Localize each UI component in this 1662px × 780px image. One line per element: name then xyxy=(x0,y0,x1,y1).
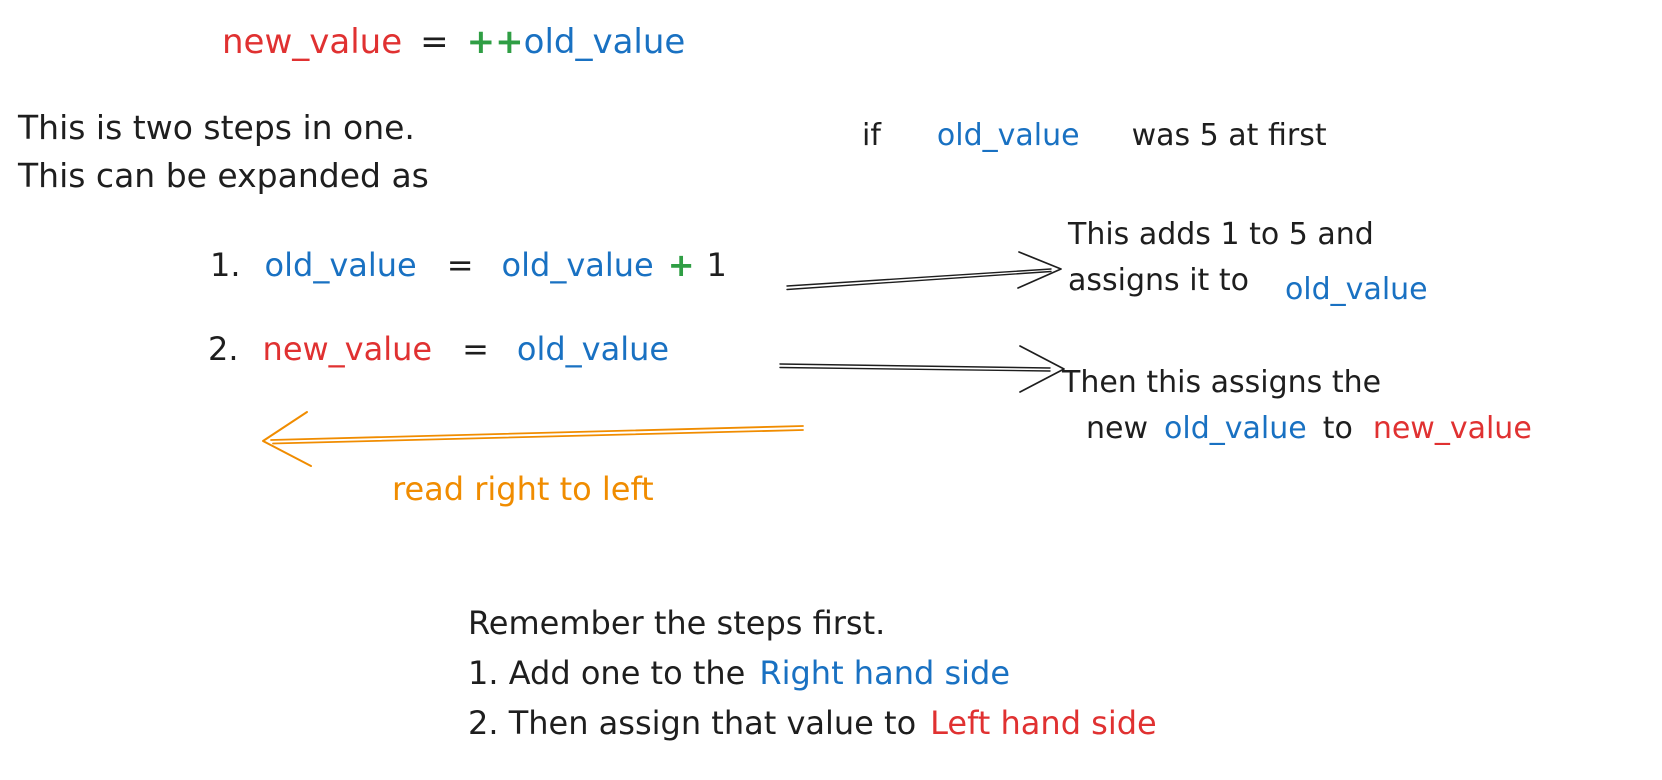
step-2-number: 2. xyxy=(208,330,239,368)
condition-line: if old_value was 5 at first xyxy=(862,118,1327,153)
step-1-plus-operator: + xyxy=(667,246,695,284)
step-2-equals-sign: = xyxy=(462,330,489,368)
step-1-note: This adds 1 to 5 and assigns it to old_va… xyxy=(1068,212,1428,307)
summary-right-hand-side: Right hand side xyxy=(759,654,1011,692)
step-1-equals-sign: = xyxy=(446,246,474,284)
step-2-note-line-1: Then this assigns the xyxy=(1062,365,1382,400)
condition-if: if xyxy=(862,118,881,153)
step-1-rhs: old_value xyxy=(501,246,654,284)
step-1-lhs: old_value xyxy=(264,246,417,284)
title-new-value: new_value xyxy=(222,22,403,62)
step-2-note: Then this assigns the new old_value to new_… xyxy=(1062,360,1532,452)
step-2-note-to-word: to xyxy=(1322,411,1353,446)
step-2-note-new-value: new_value xyxy=(1372,411,1532,446)
summary-left-hand-side: Left hand side xyxy=(930,704,1157,742)
intro-line-2: This can be expanded as xyxy=(18,156,429,195)
step2-arrow-right-icon xyxy=(779,345,1065,393)
step1-arrow-right-icon xyxy=(786,251,1062,291)
code-expression-title: new_value = ++old_value xyxy=(222,22,685,62)
condition-rest: was 5 at first xyxy=(1131,118,1327,153)
intro-line-1: This is two steps in one. xyxy=(18,108,415,147)
title-increment-operator: ++ xyxy=(466,22,524,62)
step-1-note-line-2: assigns it to xyxy=(1068,263,1249,298)
step-1-note-old-value: old_value xyxy=(1284,272,1428,307)
step-1-number: 1. xyxy=(210,246,241,284)
intro-paragraph: This is two steps in one. This can be ex… xyxy=(18,104,429,200)
step-1-expression: 1. old_value = old_value +1 xyxy=(210,246,727,284)
step-2-rhs: old_value xyxy=(516,330,670,368)
step-2-expression: 2. new_value = old_value xyxy=(208,330,669,368)
summary-line-1: Remember the steps first. xyxy=(468,604,886,642)
read-direction-label: read right to left xyxy=(392,470,654,508)
step-2-lhs: new_value xyxy=(262,330,433,368)
title-old-value: old_value xyxy=(523,22,686,62)
summary-line-2-prefix: 1. Add one to the xyxy=(468,654,746,692)
condition-old-value: old_value xyxy=(936,118,1080,153)
read-direction-arrow-left-icon xyxy=(262,411,804,467)
summary-block: Remember the steps first. 1. Add one to … xyxy=(468,598,1157,748)
title-equals-sign: = xyxy=(420,22,449,62)
step-2-note-new-word: new xyxy=(1086,411,1149,446)
step-2-note-old-value: old_value xyxy=(1164,411,1307,446)
step-1-operand: 1 xyxy=(706,246,727,284)
summary-line-3-prefix: 2. Then assign that value to xyxy=(468,704,917,742)
step-1-note-line-1: This adds 1 to 5 and xyxy=(1068,217,1374,252)
